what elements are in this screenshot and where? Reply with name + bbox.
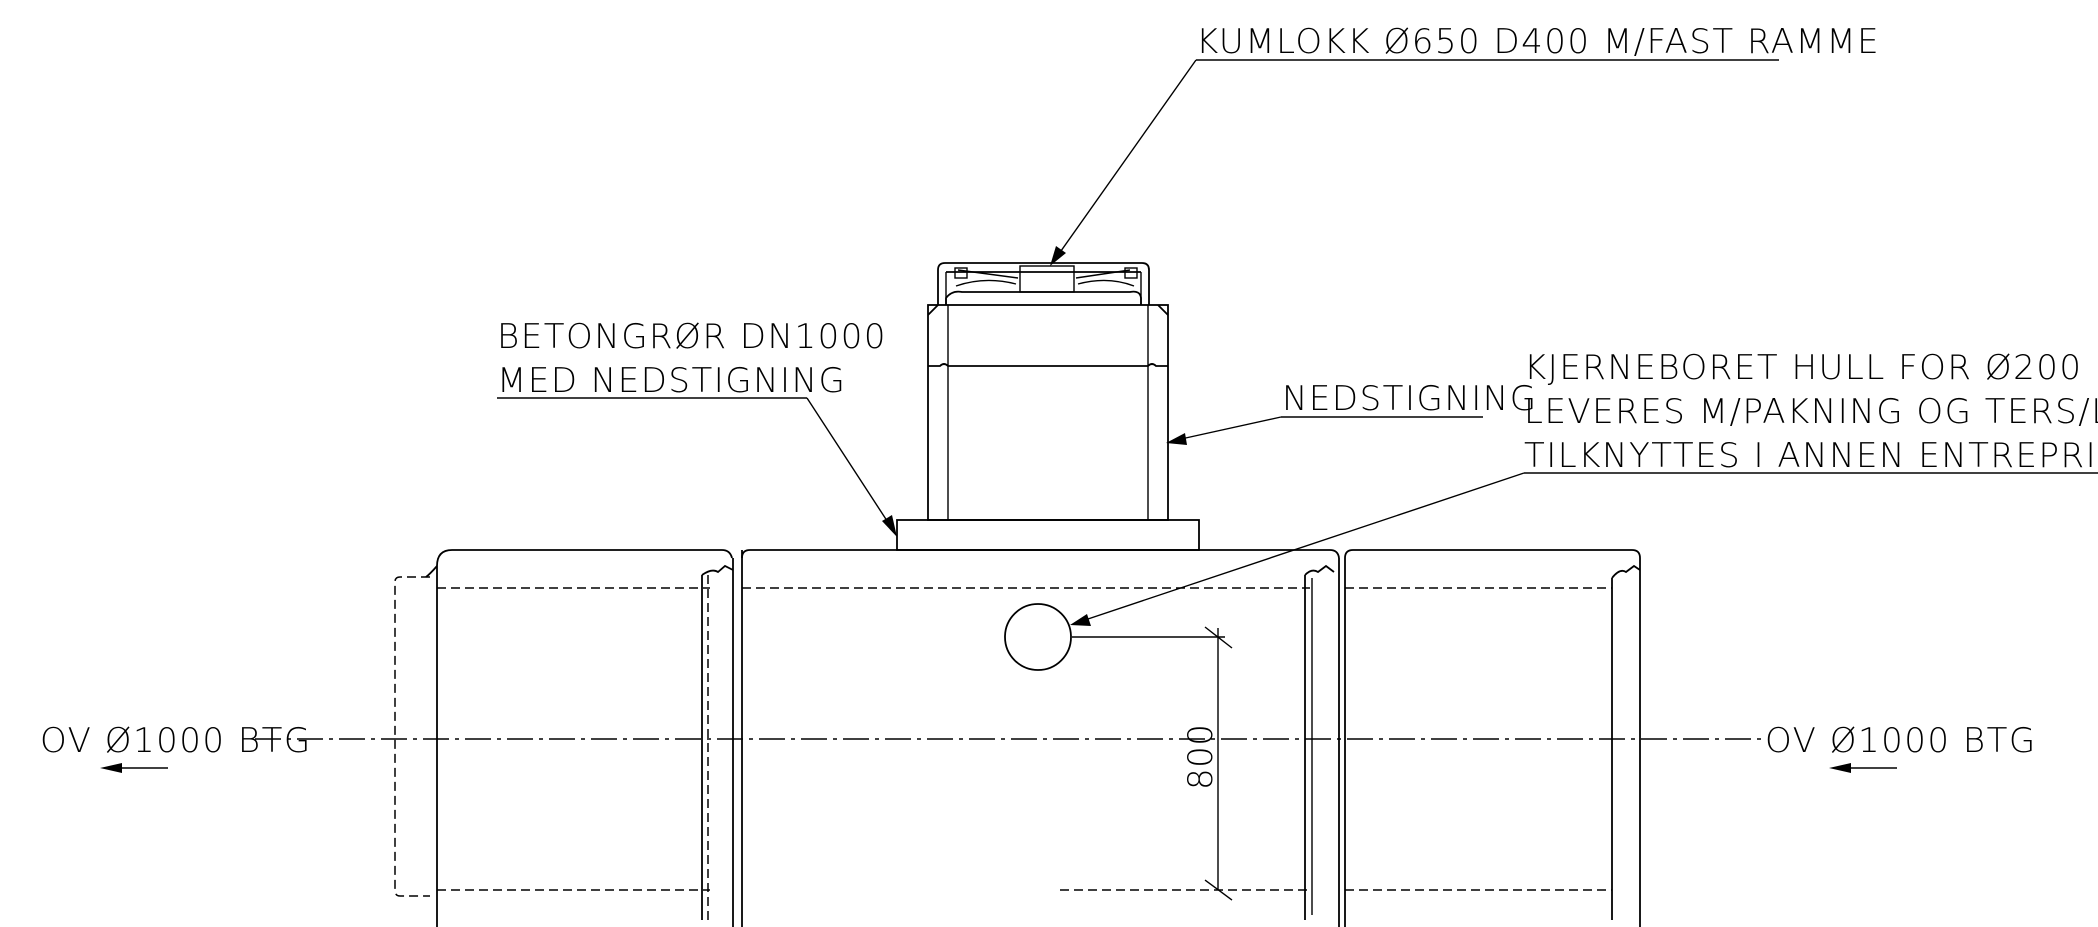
flow-arrow-right bbox=[1829, 763, 1897, 773]
left-pipe-section bbox=[394, 549, 734, 927]
flow-label-right: OV Ø1000 BTG bbox=[1765, 721, 2037, 761]
flow-arrow-left bbox=[100, 763, 168, 773]
middle-pipe-section bbox=[741, 519, 1340, 927]
dimension-value: 800 bbox=[1181, 724, 1221, 790]
dimension-800: 800 bbox=[1072, 626, 1233, 901]
core-bored-hole bbox=[1004, 603, 1072, 671]
right-pipe-section bbox=[1344, 549, 1641, 927]
pipe-leader bbox=[497, 397, 897, 537]
pipe-label-line2: MED NEDSTIGNING bbox=[497, 361, 846, 401]
manhole-cover bbox=[937, 262, 1150, 305]
hole-leader bbox=[1070, 472, 2098, 626]
hole-label-line1: KJERNEBORET HULL FOR Ø200 DVi bbox=[1524, 348, 2098, 388]
hole-label-line2: LEVERES M/PAKNING OG TERS/LOKK bbox=[1524, 392, 2098, 432]
cover-label: KUMLOKK Ø650 D400 M/FAST RAMME bbox=[1196, 22, 1880, 62]
flow-label-left: OV Ø1000 BTG bbox=[40, 721, 312, 761]
pipe-label-line1: BETONGRØR DN1000 bbox=[497, 317, 887, 357]
hole-label-line3: TILKNYTTES I ANNEN ENTREPRISE bbox=[1524, 436, 2098, 476]
manhole-riser bbox=[927, 304, 1169, 521]
riser-label: NEDSTIGNING bbox=[1282, 379, 1538, 419]
cover-leader bbox=[1050, 59, 1779, 266]
riser-leader bbox=[1166, 416, 1483, 445]
